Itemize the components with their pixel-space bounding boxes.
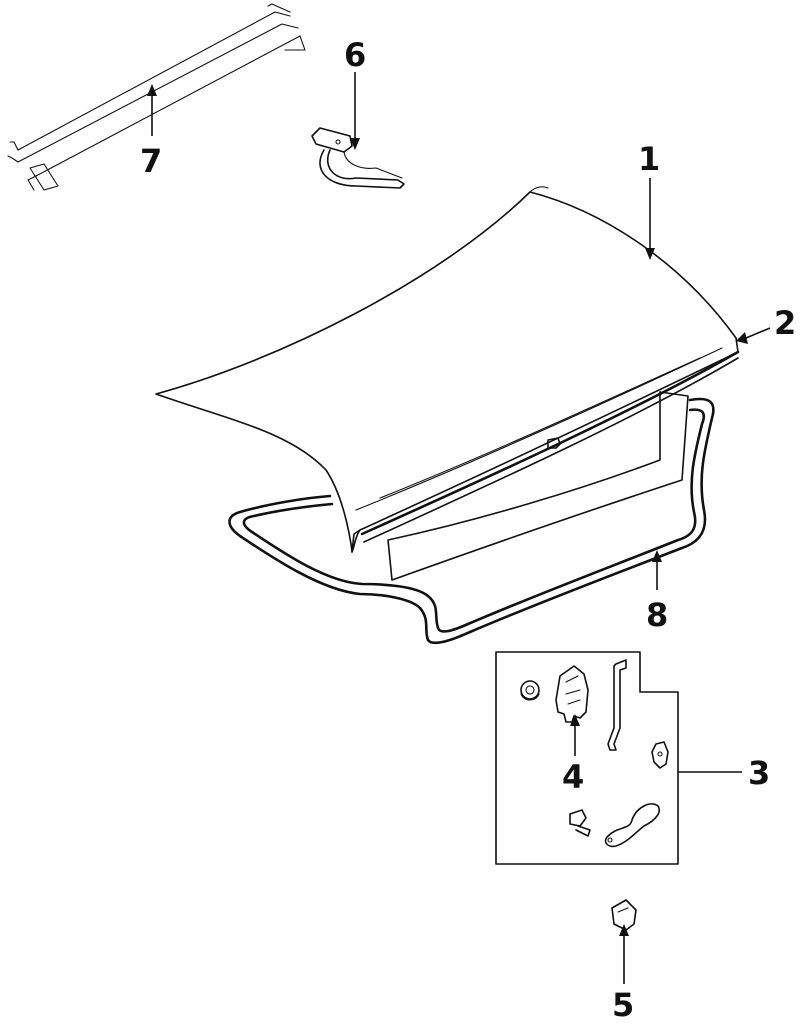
latch-rod-icon xyxy=(607,659,627,751)
lock-cylinder-icon xyxy=(611,899,637,931)
callout-8: 8 xyxy=(646,596,668,634)
torsion-bar-icon xyxy=(7,3,306,191)
callout-1: 1 xyxy=(638,140,660,178)
callout-4: 4 xyxy=(562,758,584,796)
striker-icon xyxy=(651,741,669,769)
callout-5: 5 xyxy=(612,986,634,1024)
latch-kit-group-icon xyxy=(495,651,679,865)
callout-labels: 1 2 3 4 5 6 7 8 xyxy=(140,36,796,1024)
latch-icon xyxy=(555,665,589,723)
callout-6: 6 xyxy=(344,36,366,74)
weatherstrip-seal-icon xyxy=(228,397,715,645)
trunk-lid-icon xyxy=(155,186,739,581)
callout-7: 7 xyxy=(140,142,162,180)
hinge-icon xyxy=(311,127,405,189)
grommet-icon xyxy=(520,680,540,701)
callout-2: 2 xyxy=(774,304,796,342)
release-cable-icon xyxy=(604,803,660,848)
leader-lines xyxy=(147,72,771,984)
lid-trim-strip-icon xyxy=(360,350,740,543)
callout-3: 3 xyxy=(748,754,770,792)
bolt-icon xyxy=(569,809,591,837)
